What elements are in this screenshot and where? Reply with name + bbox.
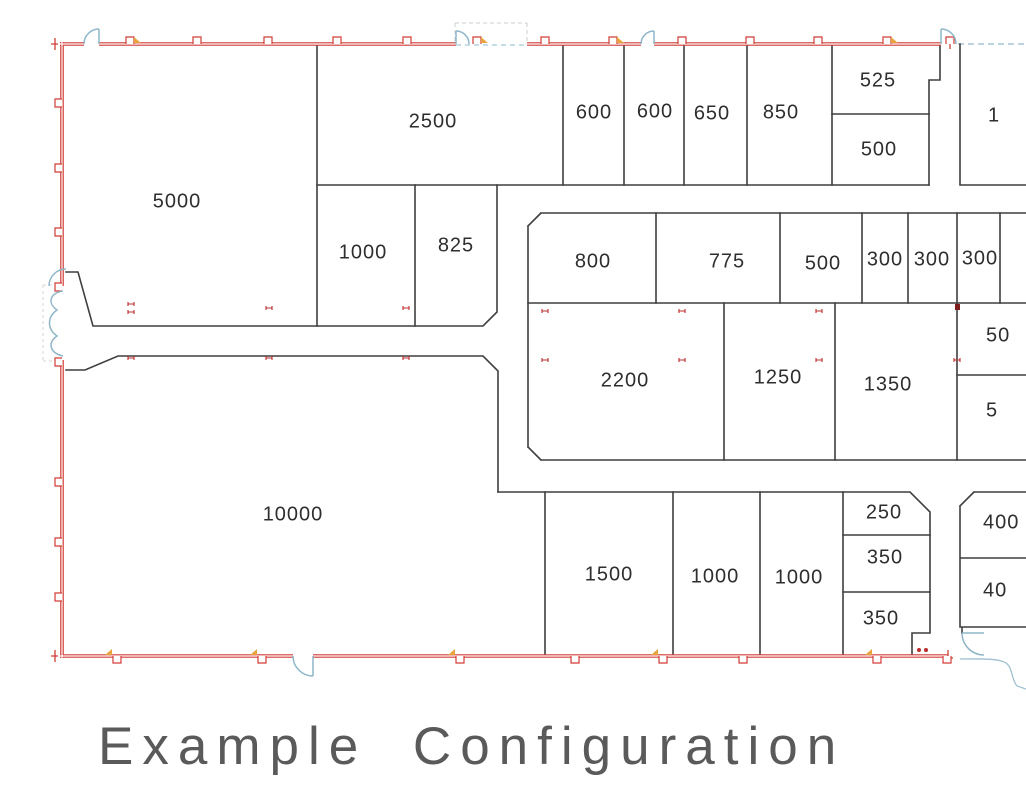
room-label-5-partial: 5 (986, 399, 999, 422)
room-label-300-a: 300 (866, 248, 904, 271)
door-hardware-dot (917, 648, 921, 652)
room-label-650: 650 (693, 102, 731, 125)
door-arc-top-middle (640, 30, 655, 45)
vestibule-door-squiggle (48, 290, 64, 357)
orange-accent-triangles (105, 37, 898, 655)
room-label-50-partial: 50 (986, 324, 1011, 347)
door-arc-bottom-right (961, 632, 985, 656)
room-label-1000-bottom-b: 1000 (774, 566, 824, 589)
vestibule-door-arc (48, 268, 67, 287)
room-label-500-top: 500 (860, 138, 898, 161)
room-label-300-b: 300 (913, 248, 951, 271)
door-arc-bottom (292, 655, 314, 677)
wall-bottom-right-block (958, 490, 1026, 634)
room-label-40-partial: 40 (983, 579, 1008, 602)
wall-bottom-block-top (497, 491, 931, 657)
room-label-1000-top: 1000 (338, 241, 388, 264)
wall-corridor-north (65, 184, 498, 327)
room-label-350-b: 350 (862, 607, 900, 630)
room-label-825: 825 (437, 234, 475, 257)
room-label-525: 525 (859, 69, 897, 92)
wall-ticks (54, 36, 955, 664)
drawing-title: Example Configuration (98, 717, 846, 776)
left-wall-ticks (54, 98, 62, 602)
vestibule-dashed-box (42, 284, 62, 362)
orange-accents (105, 37, 898, 655)
room-label-1-partial: 1 (988, 104, 1001, 127)
room-label-600-b: 600 (636, 100, 674, 123)
room-label-400-partial: 400 (983, 511, 1020, 534)
room-label-1250: 1250 (753, 366, 803, 389)
wall-topright-room (959, 43, 1026, 186)
door-arc-top-storefront (455, 30, 470, 45)
room-label-1500: 1500 (584, 563, 634, 586)
room-label-500-mid: 500 (804, 252, 842, 275)
room-label-775: 775 (708, 250, 746, 273)
room-label-250: 250 (865, 501, 903, 524)
bottom-wall-ticks (112, 656, 952, 664)
room-label-600-a: 600 (575, 101, 613, 124)
column-marker-ibeams (127, 302, 961, 362)
room-label-800: 800 (574, 250, 612, 273)
door-arcs (48, 28, 1026, 690)
room-label-5000: 5000 (152, 190, 202, 213)
room-label-2500: 2500 (408, 110, 458, 133)
wall-top-strip-dividers (562, 43, 833, 186)
dashed-outlines (42, 22, 1026, 362)
wall-mid-bottom-row-dividers (723, 302, 836, 461)
door-arc-top-left (83, 28, 100, 45)
wall-mid-block-outline (526, 211, 1026, 462)
sidewalk-curve (959, 658, 1026, 690)
door-hardware-dot (924, 648, 928, 652)
room-label-850: 850 (762, 101, 800, 124)
room-label-300-c: 300 (961, 247, 999, 270)
room-label-350-a: 350 (866, 546, 904, 569)
wall-mid-top-row-dividers (655, 212, 1001, 461)
room-label-1350: 1350 (863, 373, 913, 396)
wall-525-step (928, 43, 941, 186)
door-arc-top-right (940, 28, 957, 45)
top-wall-ticks (125, 36, 955, 44)
room-label-10000: 10000 (262, 503, 324, 526)
wall-250-350-dividers (842, 534, 931, 593)
storefront-dashed-box (454, 22, 528, 43)
wall-corridor-south (65, 355, 499, 493)
wall-bottom-row-dividers (544, 491, 844, 657)
room-label-2200: 2200 (600, 369, 650, 392)
room-label-1000-bottom-a: 1000 (690, 565, 740, 588)
column-marker-square (955, 304, 960, 310)
column-markers (127, 302, 961, 652)
interior-walls (65, 43, 1026, 657)
